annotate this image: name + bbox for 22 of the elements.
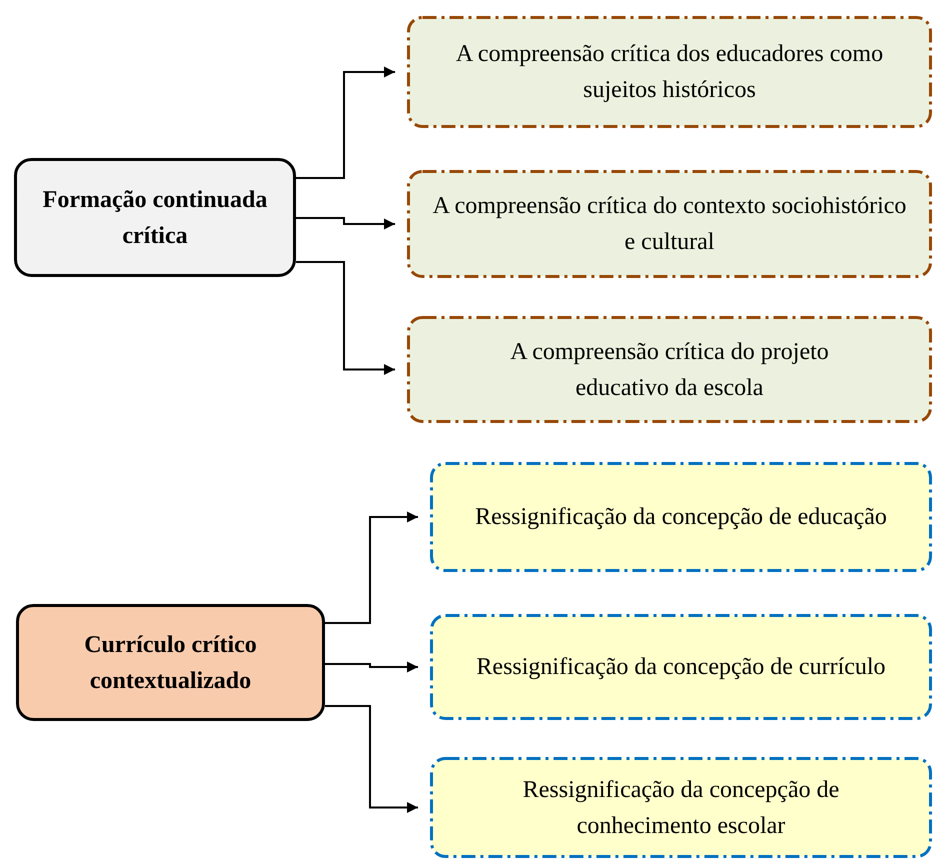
- item-label: Ressignificação da concepção de conhecimento escolar: [522, 776, 840, 840]
- item-label: A compreensão crítica do projeto educativo da escola: [509, 338, 830, 402]
- item-box: [407, 16, 932, 128]
- item-box: [430, 757, 932, 858]
- item-box: [407, 316, 932, 423]
- arrow: [325, 662, 418, 672]
- topic-box: [16, 604, 325, 721]
- item-box: [407, 170, 932, 278]
- arrow: [296, 66, 395, 179]
- topic-box: [14, 158, 296, 277]
- topic-label: Currículo crítico contextualizado: [83, 630, 258, 696]
- arrow: [296, 261, 395, 375]
- item-label: A compreensão crítica do contexto sociohistórico e cultural: [432, 192, 908, 257]
- arrow: [296, 217, 395, 230]
- item-label: Ressignificação da concepção de currículo: [476, 653, 886, 682]
- arrow: [325, 512, 418, 624]
- arrow: [325, 705, 418, 813]
- item-box: [430, 462, 932, 572]
- item-label: A compreensão crítica dos educadores como sujeitos históricos: [454, 40, 884, 105]
- item-label: Ressignificação da concepção de educação: [475, 503, 887, 532]
- item-box: [430, 614, 932, 720]
- topic-label: Formação continuada crítica: [42, 186, 268, 250]
